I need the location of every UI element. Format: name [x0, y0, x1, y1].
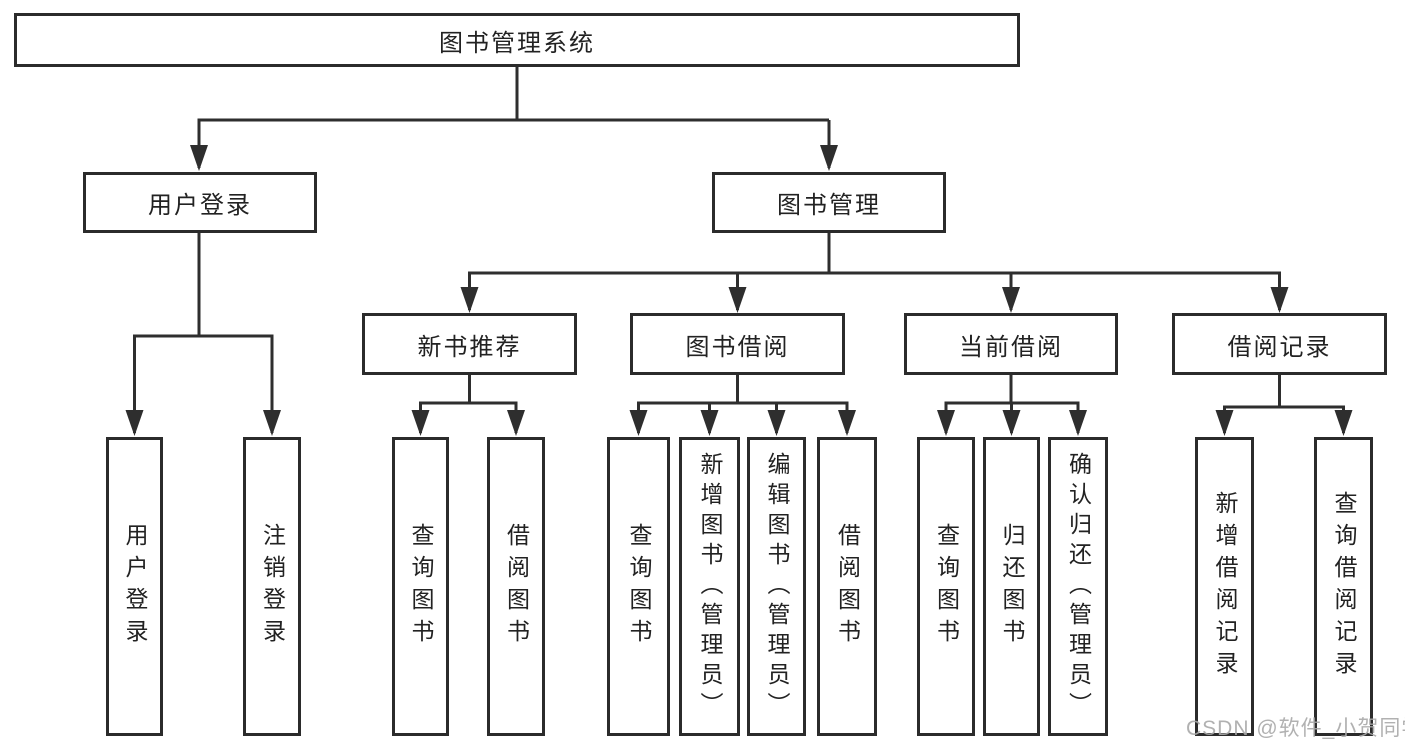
- arrowhead-icons: [125, 145, 1353, 436]
- leaf-user-login: 用户登录: [106, 437, 163, 736]
- leaf-recommend-query-books-label: 查询图书: [408, 522, 434, 651]
- leaf-borrow-query-books-label: 查询图书: [626, 522, 652, 651]
- leaf-query-borrow-record: 查询借阅记录: [1314, 437, 1373, 736]
- node-borrow-records: 借阅记录: [1172, 313, 1387, 375]
- node-book-borrow-label: 图书借阅: [685, 333, 790, 361]
- node-book-management: 图书管理: [712, 172, 946, 233]
- leaf-edit-books-admin: 编辑图书（管理员）: [747, 437, 806, 736]
- leaf-recommend-borrow-books: 借阅图书: [487, 437, 545, 736]
- leaf-borrow-books: 借阅图书: [817, 437, 877, 736]
- leaf-current-query-books: 查询图书: [917, 437, 975, 736]
- leaf-confirm-return-admin-label: 确认归还（管理员）: [1065, 451, 1092, 722]
- node-new-book-recommend: 新书推荐: [362, 313, 577, 375]
- leaf-borrow-query-books: 查询图书: [607, 437, 670, 736]
- node-book-management-label: 图书管理: [777, 192, 881, 219]
- leaf-add-borrow-record: 新增借阅记录: [1195, 437, 1254, 736]
- node-user-login: 用户登录: [83, 172, 317, 233]
- node-user-login-label: 用户登录: [148, 192, 252, 219]
- leaf-add-books-admin: 新增图书（管理员）: [679, 437, 740, 736]
- leaf-confirm-return-admin: 确认归还（管理员）: [1048, 437, 1108, 736]
- leaf-add-borrow-record-label: 新增借阅记录: [1212, 490, 1238, 683]
- node-book-borrow: 图书借阅: [630, 313, 845, 375]
- leaf-recommend-borrow-books-label: 借阅图书: [503, 522, 530, 651]
- leaf-query-borrow-record-label: 查询借阅记录: [1331, 490, 1357, 683]
- node-new-book-recommend-label: 新书推荐: [417, 333, 522, 361]
- node-current-borrow-label: 当前借阅: [959, 333, 1063, 361]
- root-node-label: 图书管理系统: [439, 29, 595, 57]
- leaf-return-books-label: 归还图书: [999, 522, 1025, 651]
- leaf-edit-books-admin-label: 编辑图书（管理员）: [764, 451, 790, 722]
- leaf-recommend-query-books: 查询图书: [392, 437, 449, 736]
- root-node-library-system: 图书管理系统: [14, 13, 1020, 67]
- leaf-logout: 注销登录: [243, 437, 301, 736]
- leaf-current-query-books-label: 查询图书: [933, 522, 960, 651]
- leaf-return-books: 归还图书: [983, 437, 1040, 736]
- csdn-watermark: CSDN @软件_小贺同学: [1186, 717, 1405, 740]
- leaf-borrow-books-label: 借阅图书: [834, 522, 861, 651]
- node-borrow-records-label: 借阅记录: [1227, 333, 1332, 361]
- node-current-borrow: 当前借阅: [904, 313, 1118, 375]
- leaf-user-login-label: 用户登录: [122, 522, 148, 651]
- leaf-logout-label: 注销登录: [259, 522, 286, 651]
- leaf-add-books-admin-label: 新增图书（管理员）: [697, 451, 723, 722]
